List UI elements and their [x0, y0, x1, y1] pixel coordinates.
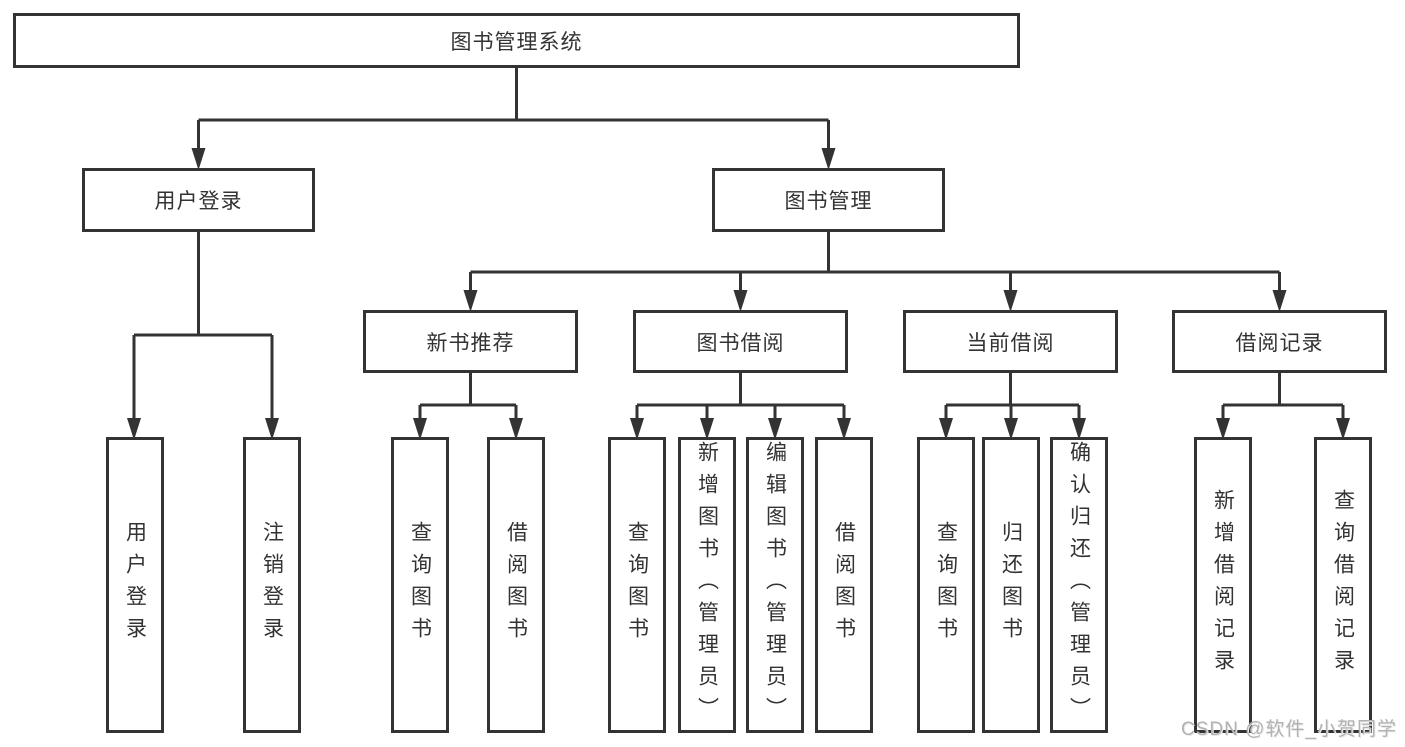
leaf-add-borrow-record: 新增借阅记录	[1194, 437, 1252, 733]
node-borrow-records-label: 借阅记录	[1235, 331, 1324, 355]
leaf-query-books-current-label: 查询图书	[934, 521, 958, 649]
node-user-login-label: 用户登录	[154, 190, 243, 213]
node-root-system: 图书管理系统	[13, 13, 1020, 68]
leaf-user-login: 用户登录	[106, 437, 164, 733]
leaf-add-books-admin-label: 新增图书（管理员）	[695, 441, 719, 729]
leaf-borrow-books-label: 借阅图书	[832, 521, 856, 649]
node-book-management-label: 图书管理	[784, 190, 873, 213]
node-current-borrowing-label: 当前借阅	[966, 331, 1055, 355]
leaf-query-books-borrow: 查询图书	[608, 437, 666, 733]
leaf-query-books-recommend-label: 查询图书	[408, 521, 432, 649]
node-book-borrowing: 图书借阅	[633, 310, 848, 373]
leaf-edit-books-admin-label: 编辑图书（管理员）	[763, 441, 787, 729]
leaf-borrow-books-recommend: 借阅图书	[487, 437, 545, 733]
leaf-query-books-borrow-label: 查询图书	[625, 521, 649, 649]
watermark: CSDN @软件_小贺同学	[1181, 719, 1397, 740]
leaf-query-books-current: 查询图书	[917, 437, 975, 733]
leaf-confirm-return-admin: 确认归还（管理员）	[1050, 437, 1108, 733]
leaf-edit-books-admin: 编辑图书（管理员）	[746, 437, 804, 733]
node-new-book-recommend: 新书推荐	[363, 310, 578, 373]
node-current-borrowing: 当前借阅	[903, 310, 1118, 373]
node-root-label: 图书管理系统	[450, 30, 583, 54]
leaf-borrow-books: 借阅图书	[815, 437, 873, 733]
node-new-book-recommend-label: 新书推荐	[426, 331, 515, 355]
leaf-user-login-label: 用户登录	[123, 521, 147, 649]
leaf-borrow-books-recommend-label: 借阅图书	[504, 521, 528, 649]
node-user-login: 用户登录	[82, 168, 315, 232]
leaf-add-borrow-record-label: 新增借阅记录	[1211, 489, 1235, 681]
leaf-add-books-admin: 新增图书（管理员）	[678, 437, 736, 733]
leaf-logout-label: 注销登录	[260, 521, 284, 649]
leaf-query-borrow-record-label: 查询借阅记录	[1331, 489, 1355, 681]
node-book-borrowing-label: 图书借阅	[696, 331, 785, 355]
node-borrow-records: 借阅记录	[1172, 310, 1387, 373]
node-book-management: 图书管理	[712, 168, 945, 232]
leaf-confirm-return-admin-label: 确认归还（管理员）	[1067, 441, 1091, 729]
leaf-return-books: 归还图书	[982, 437, 1040, 733]
leaf-query-borrow-record: 查询借阅记录	[1314, 437, 1372, 733]
leaf-logout: 注销登录	[243, 437, 301, 733]
leaf-query-books-recommend: 查询图书	[391, 437, 449, 733]
leaf-return-books-label: 归还图书	[999, 521, 1023, 649]
